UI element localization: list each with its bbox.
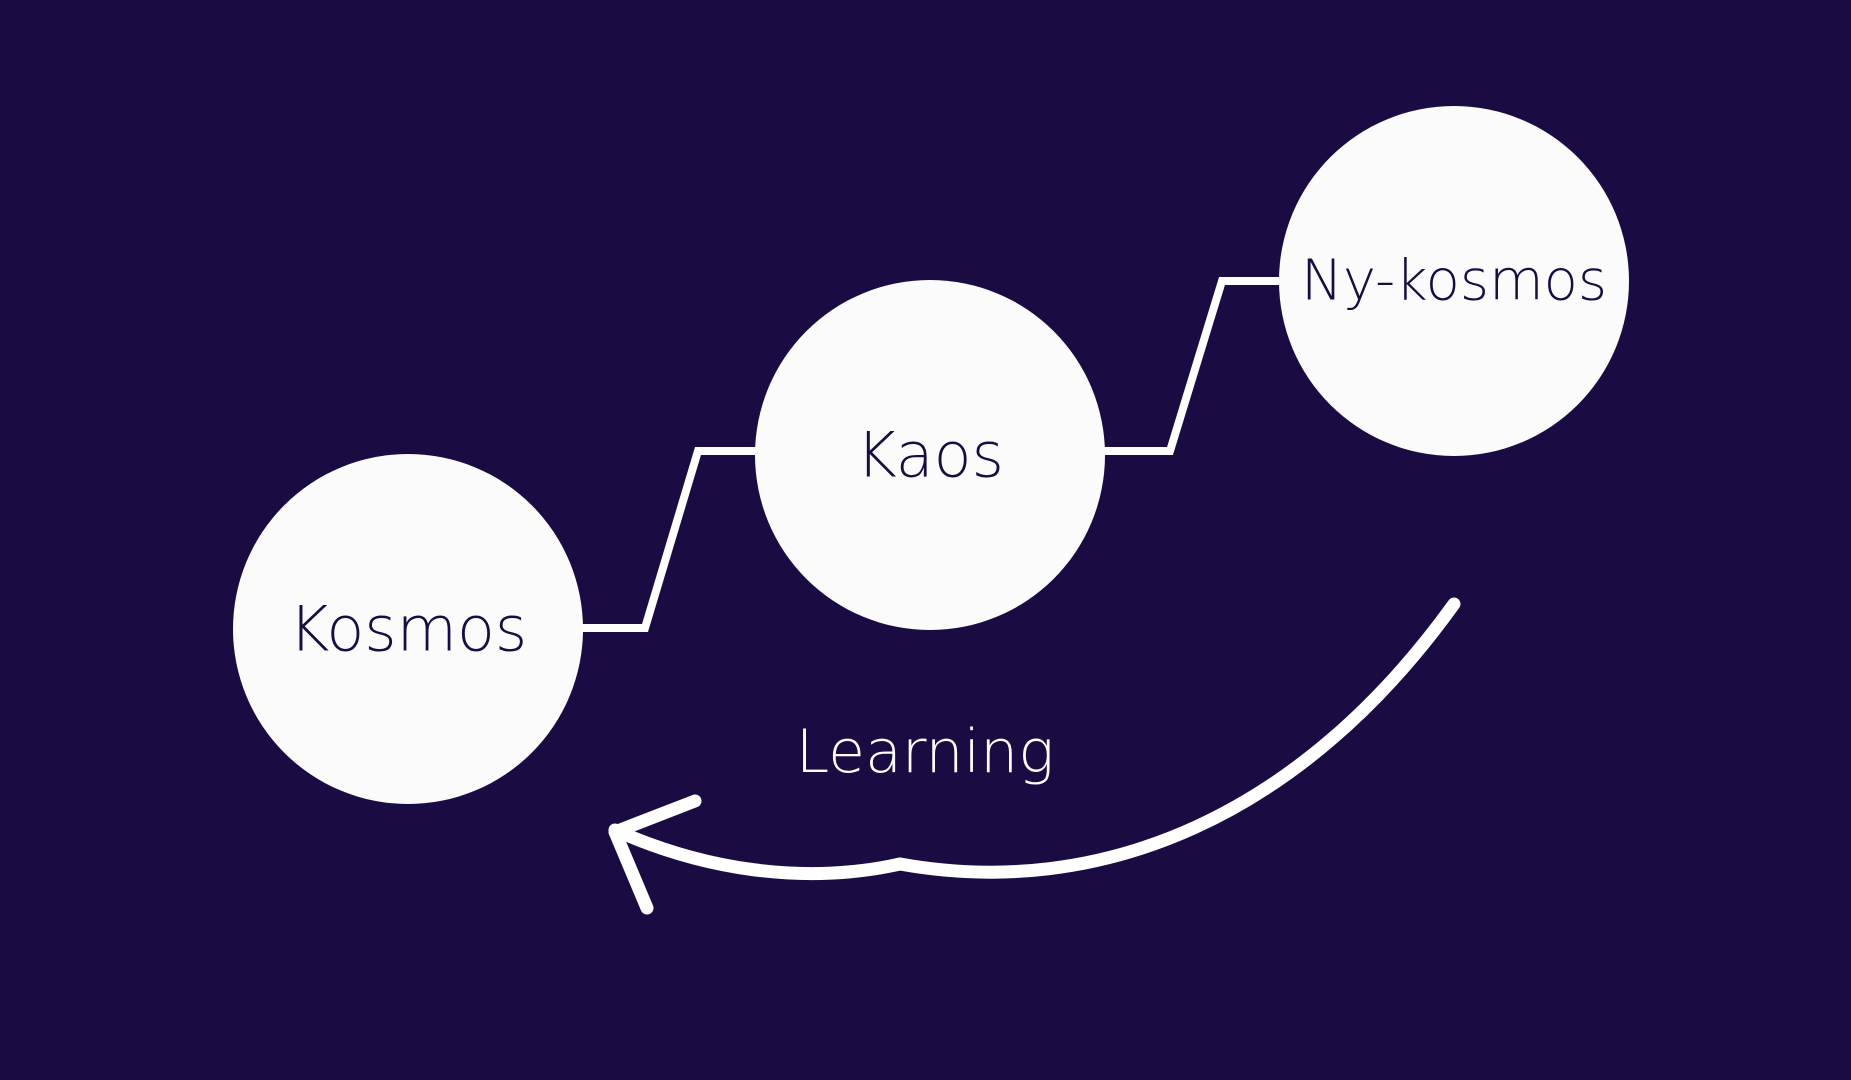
node-kosmos-circle	[233, 454, 583, 804]
node-kaos-circle	[755, 280, 1105, 630]
feedback-label: Learning	[796, 717, 1054, 787]
node-kaos-label: Kaos	[856, 419, 1004, 492]
node-kaos: Kaos	[755, 280, 1105, 630]
node-kosmos: Kosmos	[233, 454, 583, 804]
node-ny-kosmos-label: Ny-kosmos	[1301, 249, 1607, 314]
feedback-arrow	[608, 597, 1461, 915]
feedback-arrow-curve	[608, 597, 1461, 881]
node-ny-kosmos-circle	[1279, 106, 1629, 456]
connector-kosmos-kaos	[582, 447, 757, 632]
node-kosmos-label: Kosmos	[289, 593, 527, 666]
node-ny-kosmos: Ny-kosmos	[1279, 106, 1629, 456]
feedback-arrow-head	[608, 794, 702, 915]
connector-kaos-nykosmos	[1102, 277, 1280, 455]
